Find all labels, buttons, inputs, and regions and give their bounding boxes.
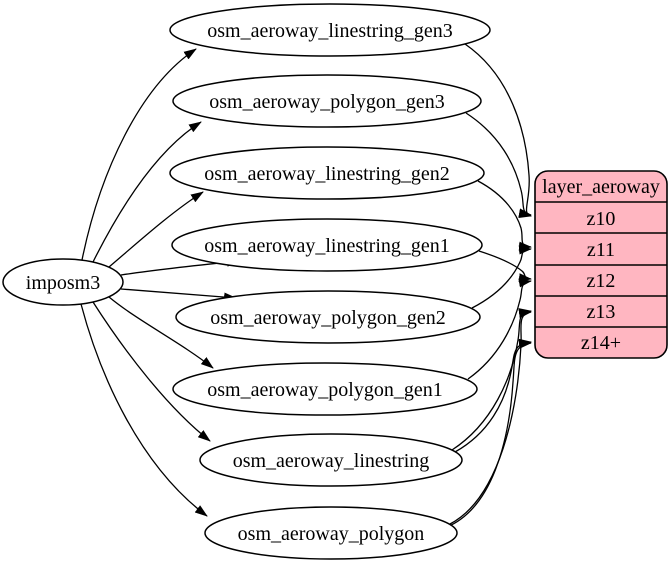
node-osm_aeroway_polygon_gen3: osm_aeroway_polygon_gen3 [172,74,482,128]
record-row-z12: z12 [587,270,616,292]
edge-osm_aeroway_linestring_gen3-to-z10 [464,43,532,219]
edge-imposm3-to-osm_aeroway_polygon_gen1 [108,296,214,369]
record-row-z10: z10 [587,208,616,230]
node-label: osm_aeroway_linestring [233,450,430,472]
node-shape [172,362,478,416]
edge-osm_aeroway_linestring-to-z14plus [454,338,532,453]
node-shape [175,290,481,344]
record-row-z13: z13 [587,301,616,323]
node-label: osm_aeroway_linestring_gen1 [204,235,450,257]
node-osm_aeroway_polygon_gen2: osm_aeroway_polygon_gen2 [175,290,481,344]
edge-group [80,43,532,528]
edge-osm_aeroway_polygon_gen1-to-z12 [467,278,532,380]
node-shape [172,74,482,128]
record-row-z14plus: z14+ [581,332,621,354]
edge-imposm3-to-osm_aeroway_polygon [80,303,208,517]
node-shape [169,146,485,200]
node-osm_aeroway_linestring_gen2: osm_aeroway_linestring_gen2 [169,146,485,200]
node-shape [199,433,463,487]
record-title: layer_aeroway [542,176,660,198]
edge-osm_aeroway_polygon_gen2-to-z11 [471,245,532,309]
node-label: osm_aeroway_polygon_gen3 [209,91,445,113]
edge-imposm3-to-osm_aeroway_linestring [92,301,211,442]
node-osm_aeroway_linestring_gen1: osm_aeroway_linestring_gen1 [171,218,483,272]
edge-imposm3-to-osm_aeroway_linestring_gen2 [108,191,204,268]
edge-osm_aeroway_polygon_gen3-to-z10 [465,112,532,218]
node-label: osm_aeroway_linestring_gen2 [204,163,450,185]
node-label: osm_aeroway_linestring_gen3 [207,20,453,42]
record-row-z11: z11 [587,239,615,261]
node-imposm3-shape [2,258,124,306]
node-osm_aeroway_linestring: osm_aeroway_linestring [199,433,463,487]
edge-imposm3-to-osm_aeroway_polygon_gen2 [120,288,237,302]
edge-osm_aeroway_linestring_gen1-to-z12 [478,250,532,283]
node-label: osm_aeroway_polygon [238,523,425,545]
edge-osm_aeroway_linestring_gen2-to-z11 [477,180,532,251]
edge-osm_aeroway_polygon-to-z14plus [446,339,532,528]
edge-osm_aeroway_polygon-to-z13 [449,309,532,525]
node-label: osm_aeroway_polygon_gen2 [210,307,446,329]
edge-imposm3-to-osm_aeroway_linestring_gen3 [81,48,197,261]
edge-imposm3-to-osm_aeroway_polygon_gen3 [92,121,202,263]
node-shape [171,218,483,272]
node-imposm3-label: imposm3 [26,272,100,294]
node-layer_aeroway: layer_aeroway z10 z11 z12 z13 z14+ [534,170,668,359]
node-osm_aeroway_polygon: osm_aeroway_polygon [204,506,458,560]
node-osm_aeroway_linestring_gen3: osm_aeroway_linestring_gen3 [169,3,491,57]
node-osm_aeroway_polygon_gen1: osm_aeroway_polygon_gen1 [172,362,478,416]
node-label: osm_aeroway_polygon_gen1 [207,379,443,401]
node-shape [204,506,458,560]
node-imposm3: imposm3 [2,258,124,306]
node-shape [169,3,491,57]
